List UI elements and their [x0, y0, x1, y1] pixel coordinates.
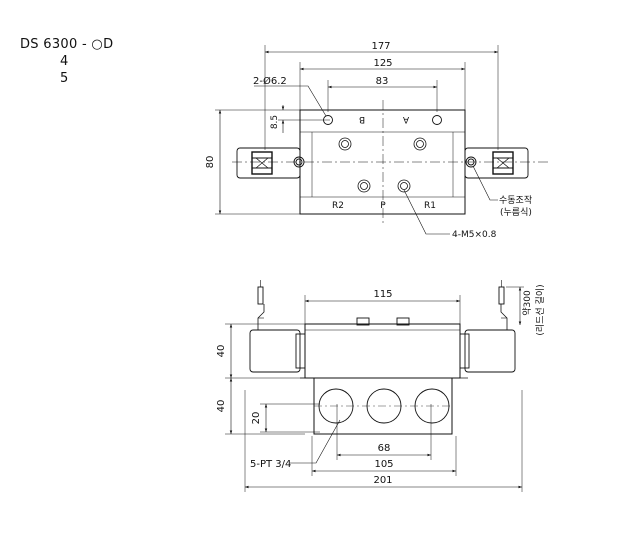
port-label-r2: R2 — [332, 201, 344, 211]
front-view — [225, 280, 524, 492]
dim-port-height: 20 — [251, 412, 262, 425]
top-view-labels: 177 125 83 2-Ø6.2 8.5 80 B A R2 P R1 수동조… — [205, 41, 532, 240]
dim-overall-top: 177 — [371, 41, 390, 52]
lead-length-sub: (리드선 길이) — [535, 284, 546, 335]
solenoid-left-front — [249, 280, 306, 373]
front-view-dimension-lines — [225, 286, 524, 492]
dim-top-front: 115 — [373, 289, 392, 300]
dim-height-top: 80 — [205, 156, 216, 169]
model-code-line3: 5 — [60, 71, 69, 86]
solenoid-right-front — [459, 280, 516, 373]
valve-body-front-upper — [304, 317, 461, 379]
dim-ports-top: 83 — [376, 76, 389, 87]
model-code-line1: DS 6300 - ○D — [20, 37, 114, 52]
ports-r2-p-r1 — [357, 179, 411, 193]
port-label-b: B — [359, 114, 365, 124]
solenoid-right-top — [464, 147, 529, 179]
front-view-labels: 115 40 40 20 68 105 201 5-PT 3/4 약300 (리… — [216, 284, 546, 486]
port-label-a: A — [402, 114, 409, 124]
hole-label: 2-Ø6.2 — [253, 75, 287, 87]
thread-label: 4-M5×0.8 — [452, 230, 497, 240]
port-label-r1: R1 — [424, 201, 436, 211]
port-label-p: P — [380, 201, 386, 211]
valve-base-front — [300, 377, 468, 435]
dim-hole-offset: 8.5 — [270, 115, 280, 129]
dim-upper-height: 40 — [216, 345, 227, 358]
top-view — [215, 45, 548, 235]
solenoid-left-top — [236, 147, 305, 179]
ports-b-a — [338, 137, 427, 151]
mounting-holes — [323, 115, 442, 125]
manual-operation-label: 수동조작 — [499, 195, 532, 206]
port-size-label: 5-PT 3/4 — [250, 459, 291, 470]
dim-body-top: 125 — [373, 58, 392, 69]
dim-overall-front: 201 — [373, 475, 392, 486]
dim-base-width: 105 — [374, 459, 393, 470]
model-code-line2: 4 — [60, 54, 69, 69]
top-view-dimension-lines — [215, 45, 499, 215]
dim-port-pitch: 68 — [378, 443, 391, 454]
lead-length-label: 약300 — [521, 290, 533, 316]
manual-operation-sub: (누름식) — [500, 207, 532, 218]
dim-lower-height: 40 — [216, 400, 227, 413]
